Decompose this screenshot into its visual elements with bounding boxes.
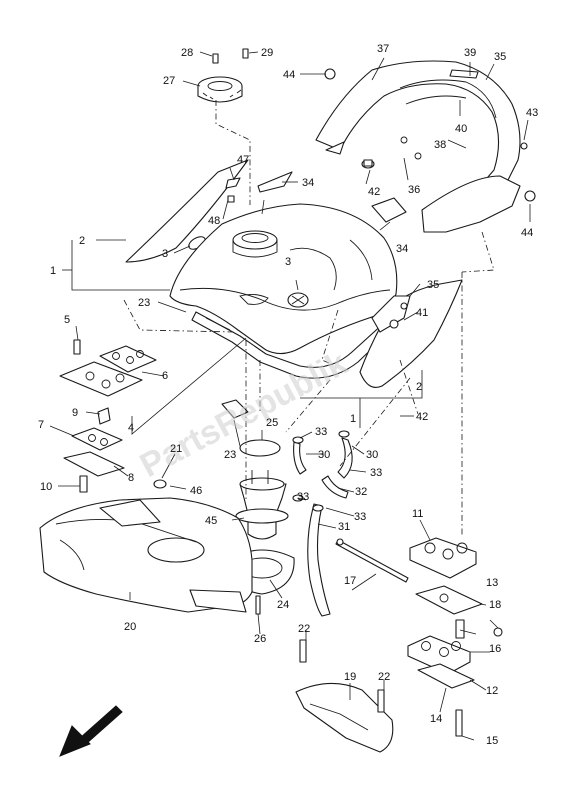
- callout-29: 29: [261, 47, 273, 59]
- callout-2-right: 2: [416, 381, 422, 393]
- callout-31: 31: [338, 521, 350, 533]
- callout-3-left: 3: [162, 248, 168, 260]
- callout-21: 21: [170, 443, 182, 455]
- callout-42-lower: 42: [416, 411, 428, 423]
- front-arrow-icon: [59, 705, 123, 757]
- callout-12: 12: [486, 685, 498, 697]
- callout-14: 14: [430, 713, 442, 725]
- callout-38-lower: 38: [434, 139, 446, 151]
- callout-19: 19: [344, 671, 356, 683]
- upper-mounts: [361, 159, 407, 223]
- callout-8: 8: [128, 472, 134, 484]
- callout-35-top: 34: [302, 177, 314, 189]
- callout-17: 17: [344, 575, 356, 587]
- side-cover-right: [359, 279, 463, 388]
- callout-43: 43: [526, 107, 538, 119]
- callout-28: 28: [181, 47, 193, 59]
- bracket-set-right: [295, 537, 503, 753]
- callout-44-upper: 44: [283, 69, 295, 81]
- callout-1-right: 1: [350, 413, 356, 425]
- leader-lines: [49, 57, 531, 741]
- callout-1-left: 1: [50, 265, 56, 277]
- callout-18: 18: [489, 599, 501, 611]
- fuel-cap-assembly: [197, 48, 249, 103]
- callout-39: 39: [464, 47, 476, 59]
- callout-23-mid: 23: [224, 449, 236, 461]
- callout-35-right: 35: [427, 279, 439, 291]
- bracket-set-left: [59, 339, 157, 493]
- fuel-tank-cover: [169, 203, 398, 355]
- callout-42-upper: 42: [368, 186, 380, 198]
- callout-2-left: 2: [79, 235, 85, 247]
- callout-5: 5: [64, 314, 70, 326]
- callout-22-right: 22: [378, 671, 390, 683]
- callout-4: 4: [128, 422, 134, 434]
- watermark-text: PartsRepublik: [134, 344, 354, 485]
- callout-44-lower: 44: [521, 227, 533, 239]
- leader-lines-cap: [182, 51, 259, 205]
- callout-34: 34: [396, 243, 408, 255]
- callout-37: 36: [408, 184, 420, 196]
- callout-16: 16: [489, 643, 501, 655]
- callout-27: 27: [163, 75, 175, 87]
- callout-15: 15: [486, 735, 498, 747]
- fuel-hoses: [292, 430, 353, 617]
- callout-23-top: 23: [138, 297, 150, 309]
- callout-11: 11: [412, 508, 423, 520]
- callout-32: 32: [355, 486, 367, 498]
- callout-9: 9: [72, 407, 78, 419]
- fuel-pump-assembly: [153, 399, 295, 615]
- callout-26: 26: [254, 633, 266, 645]
- rear-grab-rail: [315, 60, 536, 233]
- callout-7: 7: [38, 419, 44, 431]
- callout-25: 25: [266, 417, 278, 429]
- callout-20: 20: [124, 621, 136, 633]
- callout-3-center: 3: [285, 256, 291, 268]
- callout-33-c: 33: [297, 491, 309, 503]
- callout-46: 46: [190, 485, 202, 497]
- callout-10: 10: [40, 481, 52, 493]
- callout-36: 35: [494, 51, 506, 63]
- callout-45: 45: [205, 515, 217, 527]
- callout-labels: 28 29 27 47 48 34 2 3 1 3 23 5 6 4 9 7 8…: [38, 43, 538, 747]
- callout-33-a: 33: [315, 426, 327, 438]
- callout-33-d: 33: [354, 511, 366, 523]
- fuel-tank-body: [39, 497, 253, 613]
- callout-24: 24: [277, 599, 289, 611]
- callout-47: 47: [237, 154, 249, 166]
- callout-30-a: 30: [318, 449, 330, 461]
- callout-41: 41: [416, 307, 428, 319]
- callout-30-b: 30: [366, 449, 378, 461]
- callout-6: 6: [162, 370, 168, 382]
- callout-48: 48: [208, 215, 220, 227]
- callout-22-left: 22: [298, 623, 310, 635]
- callout-40: 40: [455, 123, 467, 135]
- rod-part-17: [335, 538, 409, 583]
- callout-33-b: 33: [370, 467, 382, 479]
- callout-13: 13: [486, 577, 498, 589]
- callout-38-upper: 37: [377, 43, 389, 55]
